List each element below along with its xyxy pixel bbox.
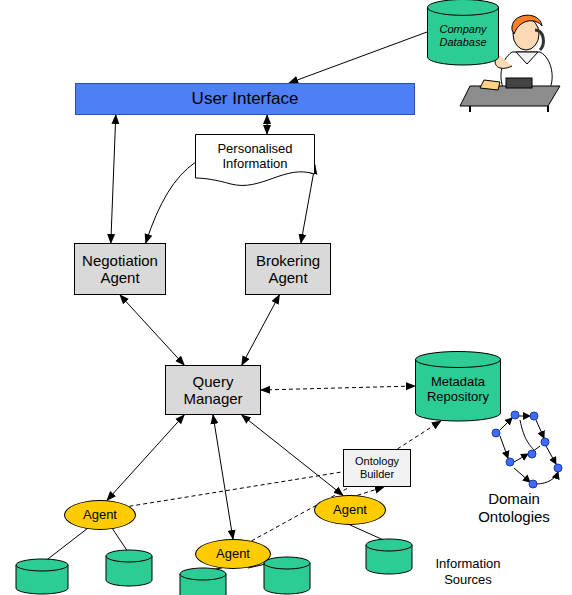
connector [146, 163, 195, 243]
connector [289, 32, 427, 83]
ontology-label: Domain Ontologies [458, 490, 570, 526]
connector [120, 295, 184, 365]
agent-ellipse: Agent [64, 500, 136, 530]
node-text: Ontology Builder [352, 455, 402, 480]
information-source-cylinders [16, 539, 412, 595]
information-source-links [44, 525, 388, 571]
dashed-connector [357, 487, 383, 495]
node-text: Negotiation Agent [82, 252, 158, 287]
connector [301, 165, 315, 243]
node-text: Personalised Information [203, 142, 307, 172]
connector [242, 295, 280, 365]
node-text: Metadata Repository [423, 375, 493, 405]
agent-box: Negotiation Agent [74, 243, 166, 295]
agent-box: Brokering Agent [245, 243, 331, 295]
node-text: Agent [83, 508, 117, 523]
dashed-connector [397, 421, 440, 449]
agent-ellipse: Agent [195, 539, 271, 569]
dashed-connector [129, 472, 343, 506]
connector [107, 415, 184, 500]
database-cylinder: Company Database [427, 0, 499, 65]
node-text: Agent [216, 547, 250, 562]
connector [111, 115, 116, 243]
sources-label: Information Sources [420, 556, 516, 587]
node-text: Company Database [435, 23, 491, 48]
connector [242, 415, 343, 495]
builder-box: Ontology Builder [343, 449, 411, 487]
connector [213, 415, 233, 539]
node-text: Brokering Agent [254, 252, 322, 287]
node-text: Agent [333, 503, 367, 518]
document-shape: Personalised Information [195, 134, 315, 186]
repository-cylinder: Metadata Repository [415, 351, 501, 421]
node-text: Query Manager [174, 373, 252, 408]
dashed-connector [261, 386, 415, 390]
interface-bar: User Interface [75, 83, 415, 115]
connector [267, 115, 268, 134]
node-text: User Interface [192, 89, 299, 109]
agent-ellipse: Agent [314, 495, 386, 525]
manager-box: Query Manager [165, 365, 261, 415]
ontology-graph [492, 411, 562, 488]
